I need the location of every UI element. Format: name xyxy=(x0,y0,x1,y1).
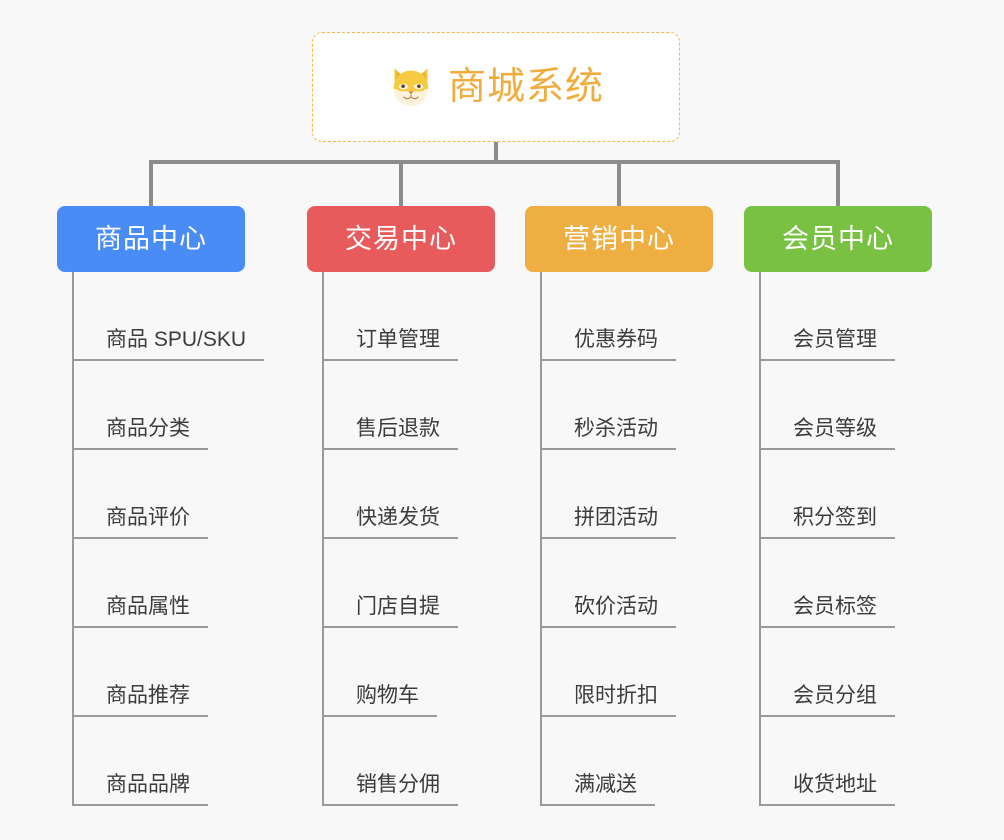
leaf-item[interactable]: 满减送 xyxy=(542,743,713,806)
leaf-item[interactable]: 秒杀活动 xyxy=(542,387,713,450)
leaf-item[interactable]: 砍价活动 xyxy=(542,565,713,628)
leaf-label: 售后退款 xyxy=(324,414,458,450)
connector-drop-1 xyxy=(149,160,153,206)
connector-drop-3 xyxy=(617,160,621,206)
category-title: 交易中心 xyxy=(345,223,457,254)
leaf-label: 商品分类 xyxy=(74,414,208,450)
category-header-trade-center[interactable]: 交易中心 xyxy=(307,206,495,272)
leaf-list-member-center: 会员管理 会员等级 积分签到 会员标签 会员分组 收货地址 xyxy=(759,272,932,806)
leaf-label: 购物车 xyxy=(324,681,437,717)
category-title: 营销中心 xyxy=(563,223,675,254)
leaf-label: 快递发货 xyxy=(324,503,458,539)
connector-root-vertical xyxy=(494,142,498,163)
leaf-label: 订单管理 xyxy=(324,325,458,361)
leaf-label: 满减送 xyxy=(542,770,655,806)
leaf-item[interactable]: 商品分类 xyxy=(74,387,245,450)
category-header-marketing-center[interactable]: 营销中心 xyxy=(525,206,713,272)
root-node-shop-system[interactable]: 商城系统 xyxy=(312,32,680,142)
category-header-product-center[interactable]: 商品中心 xyxy=(57,206,245,272)
leaf-label: 限时折扣 xyxy=(542,681,676,717)
leaf-label: 商品品牌 xyxy=(74,770,208,806)
leaf-item[interactable]: 商品品牌 xyxy=(74,743,245,806)
leaf-label: 会员等级 xyxy=(761,414,895,450)
category-title: 会员中心 xyxy=(782,223,894,254)
leaf-item[interactable]: 拼团活动 xyxy=(542,476,713,539)
connector-drop-4 xyxy=(836,160,840,206)
leaf-item[interactable]: 商品推荐 xyxy=(74,654,245,717)
leaf-item[interactable]: 会员管理 xyxy=(761,298,932,361)
root-node-title: 商城系统 xyxy=(447,66,604,108)
leaf-item[interactable]: 商品 SPU/SKU xyxy=(74,298,265,361)
column-marketing-center: 营销中心 优惠券码 秒杀活动 拼团活动 砍价活动 限时折扣 满减送 xyxy=(525,206,713,806)
connector-drop-2 xyxy=(399,160,403,206)
leaf-item[interactable]: 购物车 xyxy=(324,654,495,717)
leaf-list-marketing-center: 优惠券码 秒杀活动 拼团活动 砍价活动 限时折扣 满减送 xyxy=(540,272,713,806)
leaf-item[interactable]: 优惠券码 xyxy=(542,298,713,361)
leaf-list-trade-center: 订单管理 售后退款 快递发货 门店自提 购物车 销售分佣 xyxy=(322,272,495,806)
leaf-label: 商品评价 xyxy=(74,503,208,539)
leaf-item[interactable]: 限时折扣 xyxy=(542,654,713,717)
leaf-label: 会员分组 xyxy=(761,681,895,717)
leaf-label: 收货地址 xyxy=(761,770,895,806)
leaf-label: 积分签到 xyxy=(761,503,895,539)
column-member-center: 会员中心 会员管理 会员等级 积分签到 会员标签 会员分组 收货地址 xyxy=(744,206,932,806)
leaf-label: 商品属性 xyxy=(74,592,208,628)
leaf-label: 销售分佣 xyxy=(324,770,458,806)
column-product-center: 商品中心 商品 SPU/SKU 商品分类 商品评价 商品属性 商品推荐 商品品牌 xyxy=(57,206,265,806)
leaf-label: 秒杀活动 xyxy=(542,414,676,450)
leaf-item[interactable]: 售后退款 xyxy=(324,387,495,450)
leaf-item[interactable]: 商品评价 xyxy=(74,476,245,539)
leaf-item[interactable]: 快递发货 xyxy=(324,476,495,539)
leaf-label: 会员标签 xyxy=(761,592,895,628)
leaf-item[interactable]: 会员分组 xyxy=(761,654,932,717)
leaf-label: 商品 SPU/SKU xyxy=(74,325,265,361)
leaf-label: 砍价活动 xyxy=(542,592,676,628)
category-header-member-center[interactable]: 会员中心 xyxy=(744,206,932,272)
leaf-item[interactable]: 门店自提 xyxy=(324,565,495,628)
leaf-item[interactable]: 会员标签 xyxy=(761,565,932,628)
leaf-label: 拼团活动 xyxy=(542,503,676,539)
leaf-item[interactable]: 会员等级 xyxy=(761,387,932,450)
leaf-item[interactable]: 商品属性 xyxy=(74,565,245,628)
category-title: 商品中心 xyxy=(95,223,207,254)
leaf-item[interactable]: 收货地址 xyxy=(761,743,932,806)
leaf-label: 优惠券码 xyxy=(542,325,676,361)
column-trade-center: 交易中心 订单管理 售后退款 快递发货 门店自提 购物车 销售分佣 xyxy=(307,206,495,806)
leaf-item[interactable]: 销售分佣 xyxy=(324,743,495,806)
leaf-label: 会员管理 xyxy=(761,325,895,361)
leaf-label: 门店自提 xyxy=(324,592,458,628)
connector-horizontal-bus xyxy=(149,160,840,164)
leaf-label: 商品推荐 xyxy=(74,681,208,717)
shiba-dog-face-icon xyxy=(393,68,429,107)
leaf-list-product-center: 商品 SPU/SKU 商品分类 商品评价 商品属性 商品推荐 商品品牌 xyxy=(72,272,265,806)
leaf-item[interactable]: 积分签到 xyxy=(761,476,932,539)
leaf-item[interactable]: 订单管理 xyxy=(324,298,495,361)
